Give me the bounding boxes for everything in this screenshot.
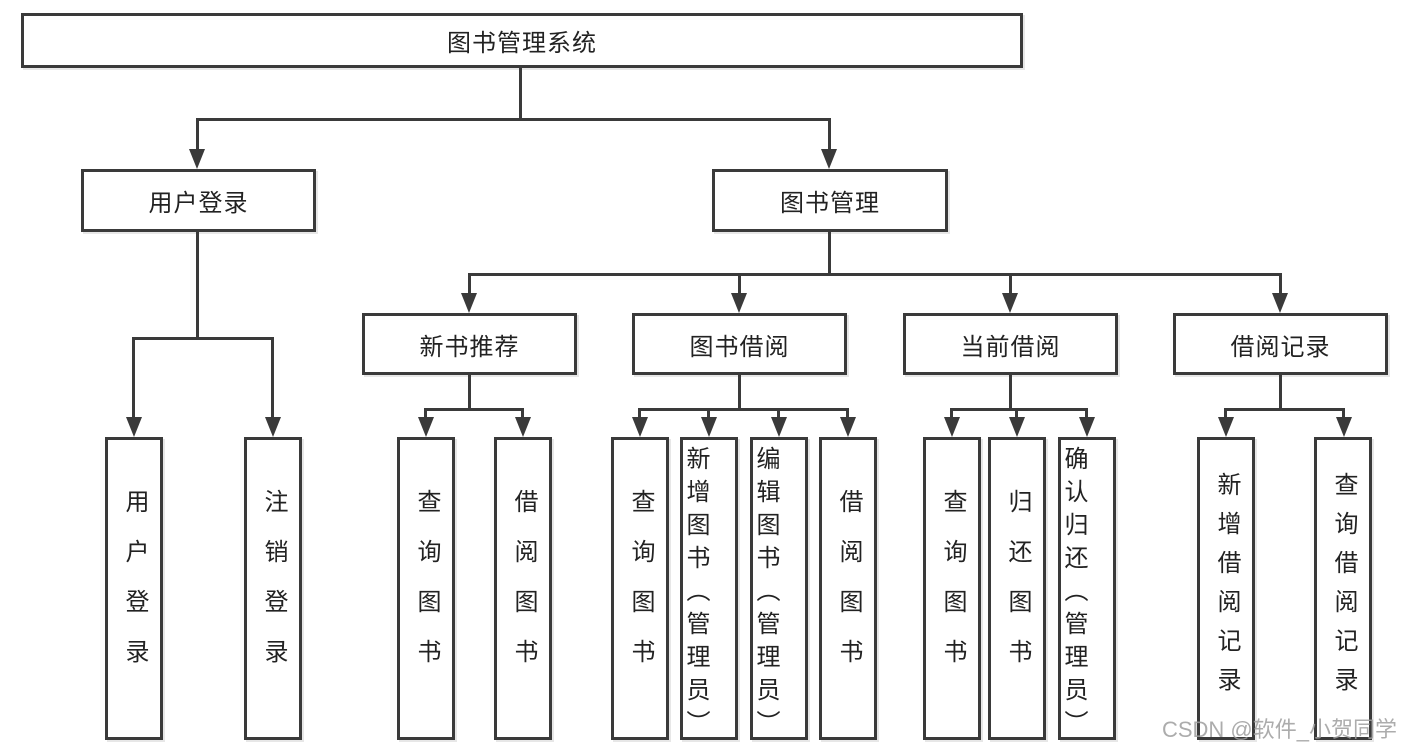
leaf-query-books-current: 查询图书 [923,437,981,740]
node-current-borrowing: 当前借阅 [903,313,1118,375]
arrow-down-icon [1336,417,1352,437]
leaf-label: 查询图书 [627,488,654,689]
connector-line [1224,408,1227,418]
connector-line [424,408,524,411]
connector-line [468,273,1281,276]
connector-line [828,118,831,150]
node-library-management-system: 图书管理系统 [21,13,1023,68]
leaf-borrow-books-recommend: 借阅图书 [494,437,552,740]
leaf-label: 用户登录 [121,488,148,689]
leaf-label: 归还图书 [1004,488,1031,689]
leaf-label: 新增借阅记录 [1213,471,1240,706]
connector-line [1224,408,1344,411]
leaf-label: 新增图书（管理员） [682,446,709,743]
leaf-confirm-return-admin: 确认归还（管理员） [1058,437,1116,743]
node-new-book-recommend: 新书推荐 [362,313,577,375]
leaf-label: 编辑图书（管理员） [752,446,779,743]
arrow-down-icon [840,417,856,437]
connector-line [468,273,471,294]
connector-line [424,408,427,418]
connector-line [1009,375,1012,408]
connector-line [828,232,831,273]
arrow-down-icon [265,417,281,437]
node-book-management: 图书管理 [712,169,948,232]
node-label: 用户登录 [148,190,249,217]
leaf-borrow-books-borrowing: 借阅图书 [819,437,877,740]
connector-line [197,118,831,121]
arrow-down-icon [821,149,837,169]
leaf-label: 查询借阅记录 [1330,471,1357,706]
arrow-down-icon [701,417,717,437]
arrow-down-icon [515,417,531,437]
node-label: 新书推荐 [419,333,520,361]
leaf-logout: 注销登录 [244,437,302,740]
csdn-watermark: CSDN @软件_小贺同学 [1161,717,1397,742]
node-label: 图书管理系统 [447,30,597,57]
connector-line [132,337,135,418]
leaf-user-login: 用户登录 [105,437,163,740]
connector-line [521,408,524,418]
connector-line [638,408,849,411]
connector-line [1085,408,1088,418]
connector-line [950,408,1088,411]
node-user-login: 用户登录 [81,169,316,232]
connector-line [738,375,741,408]
arrow-down-icon [1002,293,1018,313]
connector-line [777,408,780,418]
connector-line [738,273,741,294]
leaf-label: 借阅图书 [835,488,862,689]
leaf-label: 查询图书 [939,488,966,689]
connector-line [1279,273,1282,294]
leaf-return-books: 归还图书 [988,437,1046,740]
connector-line [196,232,199,337]
leaf-edit-books-admin: 编辑图书（管理员） [750,437,808,743]
connector-line [1009,273,1012,294]
leaf-add-books-admin: 新增图书（管理员） [680,437,738,743]
leaf-label: 借阅图书 [510,488,537,689]
leaf-label: 注销登录 [260,488,287,689]
arrow-down-icon [1218,417,1234,437]
node-book-borrowing: 图书借阅 [632,313,847,375]
arrow-down-icon [461,293,477,313]
arrow-down-icon [189,149,205,169]
leaf-query-borrow-record: 查询借阅记录 [1314,437,1372,740]
leaf-label: 查询图书 [413,488,440,689]
node-label: 图书借阅 [689,333,790,361]
arrow-down-icon [1009,417,1025,437]
connector-line [950,408,953,418]
node-borrow-records: 借阅记录 [1173,313,1388,375]
arrow-down-icon [126,417,142,437]
arrow-down-icon [944,417,960,437]
connector-line [519,68,522,118]
leaf-query-books-borrowing: 查询图书 [611,437,669,740]
arrow-down-icon [731,293,747,313]
connector-line [707,408,710,418]
connector-line [1342,408,1345,418]
connector-line [1279,375,1282,408]
connector-line [846,408,849,418]
connector-line [196,118,199,150]
node-label: 当前借阅 [960,333,1061,361]
connector-line [638,408,641,418]
arrow-down-icon [771,417,787,437]
leaf-query-books-recommend: 查询图书 [397,437,455,740]
node-label: 图书管理 [780,190,880,217]
arrow-down-icon [1079,417,1095,437]
node-label: 借阅记录 [1230,333,1331,361]
leaf-add-borrow-record: 新增借阅记录 [1197,437,1255,740]
connector-line [133,337,274,340]
connector-line [468,375,471,408]
connector-line [1015,408,1018,418]
arrow-down-icon [418,417,434,437]
leaf-label: 确认归还（管理员） [1060,446,1087,743]
arrow-down-icon [1272,293,1288,313]
arrow-down-icon [632,417,648,437]
connector-line [271,337,274,418]
